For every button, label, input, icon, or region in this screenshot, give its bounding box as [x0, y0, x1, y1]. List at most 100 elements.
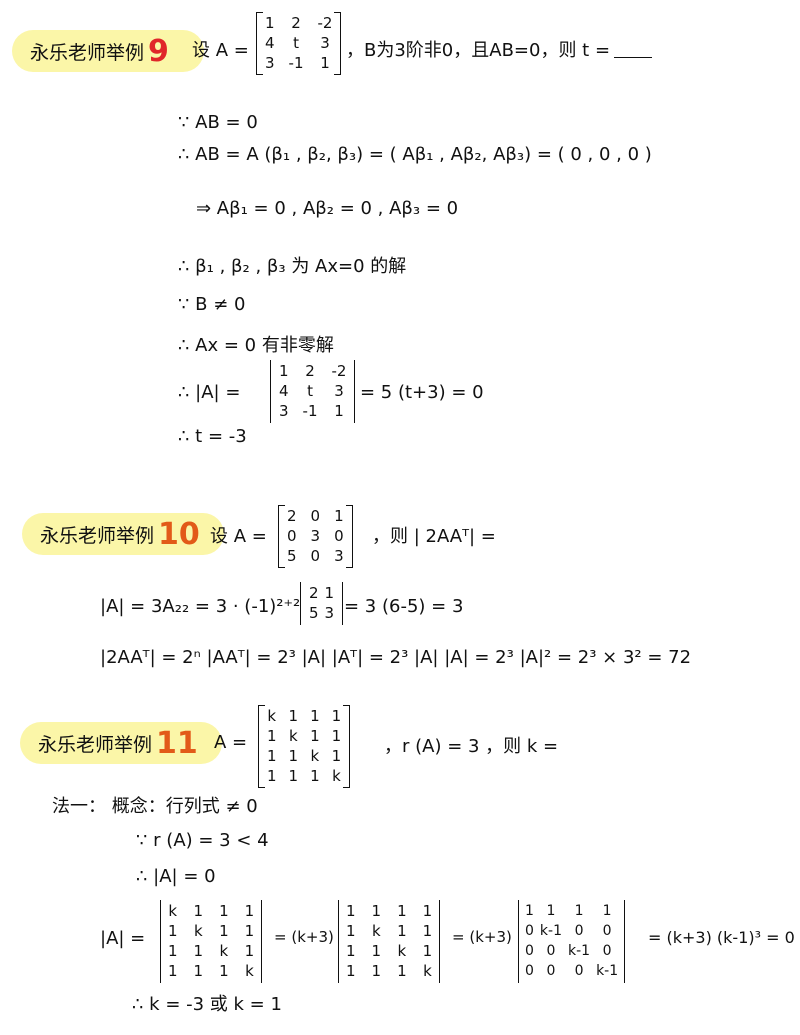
matrix-entry: k	[219, 942, 229, 960]
matrix-entry: 1	[310, 707, 320, 725]
matrix-entry: 2	[305, 362, 315, 380]
det-label: |A| =	[100, 928, 146, 949]
step-line: ∴ AB = A (β₁ , β₂, β₃) = ( Aβ₁ , Aβ₂, Aβ…	[178, 144, 652, 165]
example-10-badge: 永乐老师举例 10	[22, 513, 224, 555]
solution-line-1-result: = 3 (6-5) = 3	[344, 596, 464, 617]
matrix-entry: 0	[602, 923, 612, 939]
matrix-entry: 0	[546, 963, 556, 979]
example-number: 11	[156, 725, 198, 761]
matrix-entry: 1	[279, 362, 289, 380]
matrix-entry: 3	[265, 54, 275, 72]
solution-line-1: |A| = 3A₂₂ = 3 · (-1)²⁺²	[100, 596, 301, 617]
badge-label: 永乐老师举例	[30, 41, 145, 64]
step-line: ∴ β₁ , β₂ , β₃ 为 Ax=0 的解	[178, 256, 407, 277]
matrix-entry: 1	[244, 922, 255, 940]
matrix-entry: 1	[219, 922, 229, 940]
matrix-entry: 1	[331, 707, 342, 725]
matrix-entry: 0	[310, 547, 321, 565]
matrix-entry: 3	[310, 527, 321, 545]
matrix-entry: k	[423, 962, 432, 980]
matrix-entry: 1	[371, 942, 382, 960]
step-line: ∴ |A| =	[178, 382, 241, 403]
matrix-entry: 1	[267, 767, 277, 785]
step-line: ∴ Ax = 0 有非零解	[178, 335, 334, 356]
matrix-entry: 2	[309, 584, 319, 602]
step-line: ⇒ Aβ₁ = 0 , Aβ₂ = 0 , Aβ₃ = 0	[196, 198, 459, 219]
matrix-entry: 5	[287, 547, 297, 565]
matrix-entry: 5	[309, 604, 319, 622]
method-heading: 法一： 概念：行列式 ≠ 0	[52, 796, 258, 817]
matrix-entry: 1	[320, 54, 330, 72]
step-line: ∴ |A| = 0	[136, 866, 216, 887]
equals-factor: = (k+3)	[452, 928, 512, 946]
matrix-entry: 0	[287, 527, 297, 545]
matrix-entry: t	[307, 382, 313, 400]
step-line: ∵ AB = 0	[178, 112, 258, 133]
badge-label: 永乐老师举例	[38, 733, 153, 756]
step-line: = 5 (t+3) = 0	[360, 382, 484, 403]
matrix-entry: 0	[334, 527, 344, 545]
matrix-entry: 1	[422, 942, 433, 960]
matrix-entry: 0	[602, 943, 612, 959]
matrix-entry: k	[193, 922, 203, 940]
example-number: 9	[148, 33, 169, 69]
equals-factor: = (k+3)	[274, 928, 334, 946]
step-line: ∴ t = -3	[178, 426, 247, 447]
matrix-entry: 1	[267, 727, 277, 745]
matrix-entry: 0	[525, 963, 534, 979]
matrix-entry: 1	[397, 962, 407, 980]
matrix-entry: k	[332, 767, 341, 785]
badge-label: 永乐老师举例	[40, 524, 155, 547]
matrix-entry: k	[310, 747, 320, 765]
example-11-badge: 永乐老师举例 11	[20, 722, 222, 764]
matrix-entry: k	[267, 707, 277, 725]
matrix-entry: 1	[371, 962, 382, 980]
matrix-entry: 0	[574, 963, 584, 979]
matrix-entry: 1	[574, 903, 584, 919]
matrix-entry: 1	[331, 727, 342, 745]
matrix-entry: k	[168, 902, 178, 920]
matrix-entry: 3	[279, 402, 289, 420]
matrix-entry: 0	[574, 923, 584, 939]
matrix-entry: 1	[265, 14, 275, 32]
matrix-entry: 0	[310, 507, 321, 525]
answer-line: ∴ k = -3 或 k = 1	[132, 994, 282, 1015]
example-9-badge: 永乐老师举例 9	[12, 30, 204, 72]
matrix-entry: 1	[310, 767, 320, 785]
step-line: ∵ B ≠ 0	[178, 294, 246, 315]
matrix-entry: 1	[310, 727, 320, 745]
matrix-entry: k-1	[568, 943, 591, 959]
matrix-entry: -2	[331, 362, 347, 380]
problem-10-statement: 设 A =	[210, 526, 267, 547]
matrix-entry: 3	[320, 34, 330, 52]
matrix-entry: 1	[602, 903, 612, 919]
matrix-entry: 1	[288, 747, 299, 765]
problem-11-statement: A =	[214, 732, 248, 753]
matrix-entry: 1	[422, 902, 433, 920]
matrix-entry: 3	[334, 547, 344, 565]
matrix-entry: 4	[279, 382, 289, 400]
matrix-entry: 0	[525, 923, 534, 939]
matrix-entry: t	[293, 34, 299, 52]
problem-11-suffix: ，r (A) = 3 ，则 k =	[384, 736, 559, 757]
matrix-entry: 1	[244, 942, 255, 960]
matrix-entry: 1	[219, 902, 229, 920]
matrix-entry: 2	[287, 507, 297, 525]
matrix-entry: 1	[371, 902, 382, 920]
matrix-entry: 1	[334, 402, 344, 420]
matrix-entry: 1	[168, 962, 178, 980]
matrix-entry: -1	[288, 54, 304, 72]
problem-prefix: 设 A =	[192, 40, 249, 61]
matrix-entry: 1	[334, 507, 344, 525]
matrix-entry: 1	[525, 903, 534, 919]
matrix-entry: 1	[168, 922, 178, 940]
matrix-entry: 1	[288, 707, 299, 725]
problem-9-statement: 设 A =	[192, 36, 249, 62]
matrix-entry: 0	[525, 943, 534, 959]
matrix-entry: 1	[546, 903, 556, 919]
matrix-entry: 1	[346, 922, 356, 940]
matrix-entry: 1	[193, 942, 204, 960]
